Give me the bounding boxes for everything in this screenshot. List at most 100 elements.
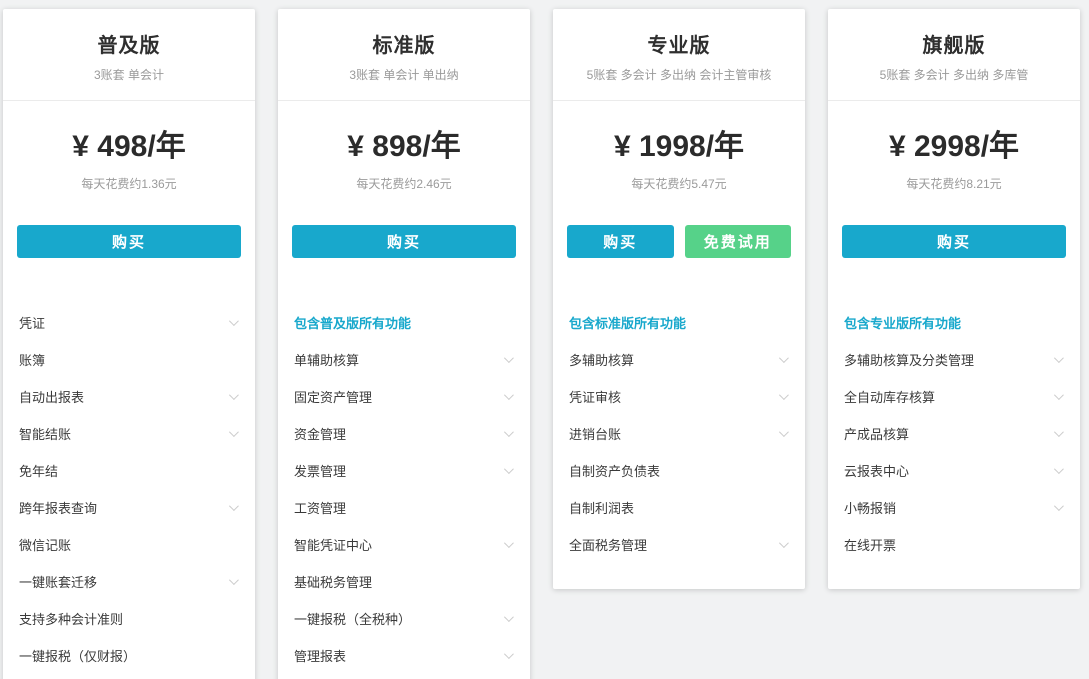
price-block: ¥ 898/年 每天花费约2.46元 (278, 101, 530, 192)
feature-label: 一键报税（全税种） (294, 612, 412, 627)
chevron-down-icon (228, 575, 239, 586)
plan-price: ¥ 498/年 (72, 130, 186, 163)
feature-label: 管理报表 (294, 649, 347, 664)
feature-label: 智能凭证中心 (294, 538, 373, 553)
price-block: ¥ 1998/年 每天花费约5.47元 (553, 101, 805, 192)
feature-row: 微信记账 (19, 526, 239, 563)
chevron-down-icon (778, 427, 789, 438)
feature-row[interactable]: 跨年报表查询 (19, 489, 239, 526)
feature-label: 工资管理 (294, 501, 347, 516)
plan-header: 专业版 5账套 多会计 多出纳 会计主管审核 (553, 9, 805, 101)
feature-row[interactable]: 小畅报销 (844, 489, 1064, 526)
feature-label: 智能结账 (19, 427, 72, 442)
price-block: ¥ 2998/年 每天花费约8.21元 (828, 101, 1080, 192)
feature-list: 凭证 账簿 自动出报表 智能结账 免年结 跨年报表查询 微信记账 一键账套迁移 … (3, 304, 255, 679)
feature-label: 微信记账 (19, 538, 72, 553)
feature-row[interactable]: 发票管理 (294, 452, 514, 489)
feature-label: 跨年报表查询 (19, 501, 98, 516)
chevron-down-icon (1053, 501, 1064, 512)
pricing-card: 普及版 3账套 单会计 ¥ 498/年 每天花费约1.36元 购买 凭证 账簿 … (3, 9, 255, 679)
feature-row: 自制资产负债表 (569, 452, 789, 489)
feature-row[interactable]: 全自动库存核算 (844, 378, 1064, 415)
feature-label: 全自动库存核算 (844, 390, 936, 405)
feature-row: 在线开票 (844, 526, 1064, 563)
feature-row[interactable]: 多辅助核算及分类管理 (844, 341, 1064, 378)
buy-button[interactable]: 购买 (292, 225, 516, 258)
buy-button[interactable]: 购买 (842, 225, 1066, 258)
pricing-card: 标准版 3账套 单会计 单出纳 ¥ 898/年 每天花费约2.46元 购买 包含… (278, 9, 530, 679)
plan-title: 普及版 (97, 35, 161, 57)
feature-label: 凭证审核 (569, 390, 622, 405)
feature-row[interactable]: 凭证审核 (569, 378, 789, 415)
feature-row: 免年结 (19, 452, 239, 489)
feature-row[interactable]: 全面税务管理 (569, 526, 789, 563)
buy-button[interactable]: 购买 (17, 225, 241, 258)
feature-row: 一键报税（仅财报） (19, 637, 239, 674)
plan-header: 旗舰版 5账套 多会计 多出纳 多库管 (828, 9, 1080, 101)
feature-row[interactable]: 单辅助核算 (294, 341, 514, 378)
feature-row[interactable]: 产成品核算 (844, 415, 1064, 452)
chevron-down-icon (1053, 427, 1064, 438)
feature-label: 云报表中心 (844, 464, 910, 479)
chevron-down-icon (228, 427, 239, 438)
feature-row[interactable]: 智能凭证中心 (294, 526, 514, 563)
plan-subtitle: 5账套 多会计 多出纳 会计主管审核 (586, 68, 772, 82)
button-row: 购买 免费试用 (567, 225, 791, 258)
feature-row: 账簿 (19, 341, 239, 378)
plan-daily-cost: 每天花费约1.36元 (81, 177, 177, 191)
feature-label: 进销台账 (569, 427, 622, 442)
feature-row: 包含标准版所有功能 (569, 304, 789, 341)
feature-label: 多辅助核算 (569, 353, 635, 368)
feature-row: 支持多种会计准则 (19, 600, 239, 637)
feature-label: 一键报税（仅财报） (19, 649, 137, 664)
feature-row[interactable]: 智能结账 (19, 415, 239, 452)
plan-subtitle: 3账套 单会计 单出纳 (349, 68, 459, 82)
feature-row: 自制利润表 (569, 489, 789, 526)
feature-row[interactable]: 管理报表 (294, 637, 514, 674)
button-row: 购买 (842, 225, 1066, 258)
feature-label: 一键账套迁移 (19, 575, 98, 590)
chevron-down-icon (778, 390, 789, 401)
free-trial-button[interactable]: 免费试用 (684, 225, 791, 258)
feature-label: 自制利润表 (569, 501, 635, 516)
chevron-down-icon (503, 538, 514, 549)
feature-row[interactable]: 一键账套迁移 (19, 563, 239, 600)
feature-row: 工资管理 (294, 489, 514, 526)
feature-label: 资金管理 (294, 427, 347, 442)
feature-row[interactable]: 多辅助核算 (569, 341, 789, 378)
feature-row[interactable]: 进销台账 (569, 415, 789, 452)
chevron-down-icon (228, 316, 239, 327)
feature-label: 全面税务管理 (569, 538, 648, 553)
chevron-down-icon (503, 353, 514, 364)
feature-row[interactable]: 云报表中心 (844, 452, 1064, 489)
feature-label: 自动出报表 (19, 390, 85, 405)
feature-row[interactable]: 资金管理 (294, 415, 514, 452)
feature-label: 凭证 (19, 316, 46, 331)
feature-row[interactable]: 自动出报表 (19, 378, 239, 415)
feature-label: 免年结 (19, 464, 59, 479)
button-row: 购买 (292, 225, 516, 258)
feature-label: 小畅报销 (844, 501, 897, 516)
chevron-down-icon (1053, 390, 1064, 401)
chevron-down-icon (503, 464, 514, 475)
feature-row[interactable]: 固定资产管理 (294, 378, 514, 415)
feature-label: 产成品核算 (844, 427, 910, 442)
plan-daily-cost: 每天花费约2.46元 (356, 177, 452, 191)
chevron-down-icon (228, 501, 239, 512)
buy-button[interactable]: 购买 (567, 225, 674, 258)
feature-label: 包含标准版所有功能 (569, 316, 687, 331)
pricing-card: 专业版 5账套 多会计 多出纳 会计主管审核 ¥ 1998/年 每天花费约5.4… (553, 9, 805, 589)
plan-header: 普及版 3账套 单会计 (3, 9, 255, 101)
feature-label: 自制资产负债表 (569, 464, 661, 479)
feature-row: 基础税务管理 (294, 563, 514, 600)
plan-daily-cost: 每天花费约5.47元 (631, 177, 727, 191)
feature-row: 包含专业版所有功能 (844, 304, 1064, 341)
plan-title: 旗舰版 (922, 35, 986, 57)
chevron-down-icon (778, 538, 789, 549)
feature-row: 包含普及版所有功能 (294, 304, 514, 341)
feature-row[interactable]: 凭证 (19, 304, 239, 341)
feature-row[interactable]: 一键报税（全税种） (294, 600, 514, 637)
plan-title: 专业版 (647, 35, 711, 57)
chevron-down-icon (503, 612, 514, 623)
